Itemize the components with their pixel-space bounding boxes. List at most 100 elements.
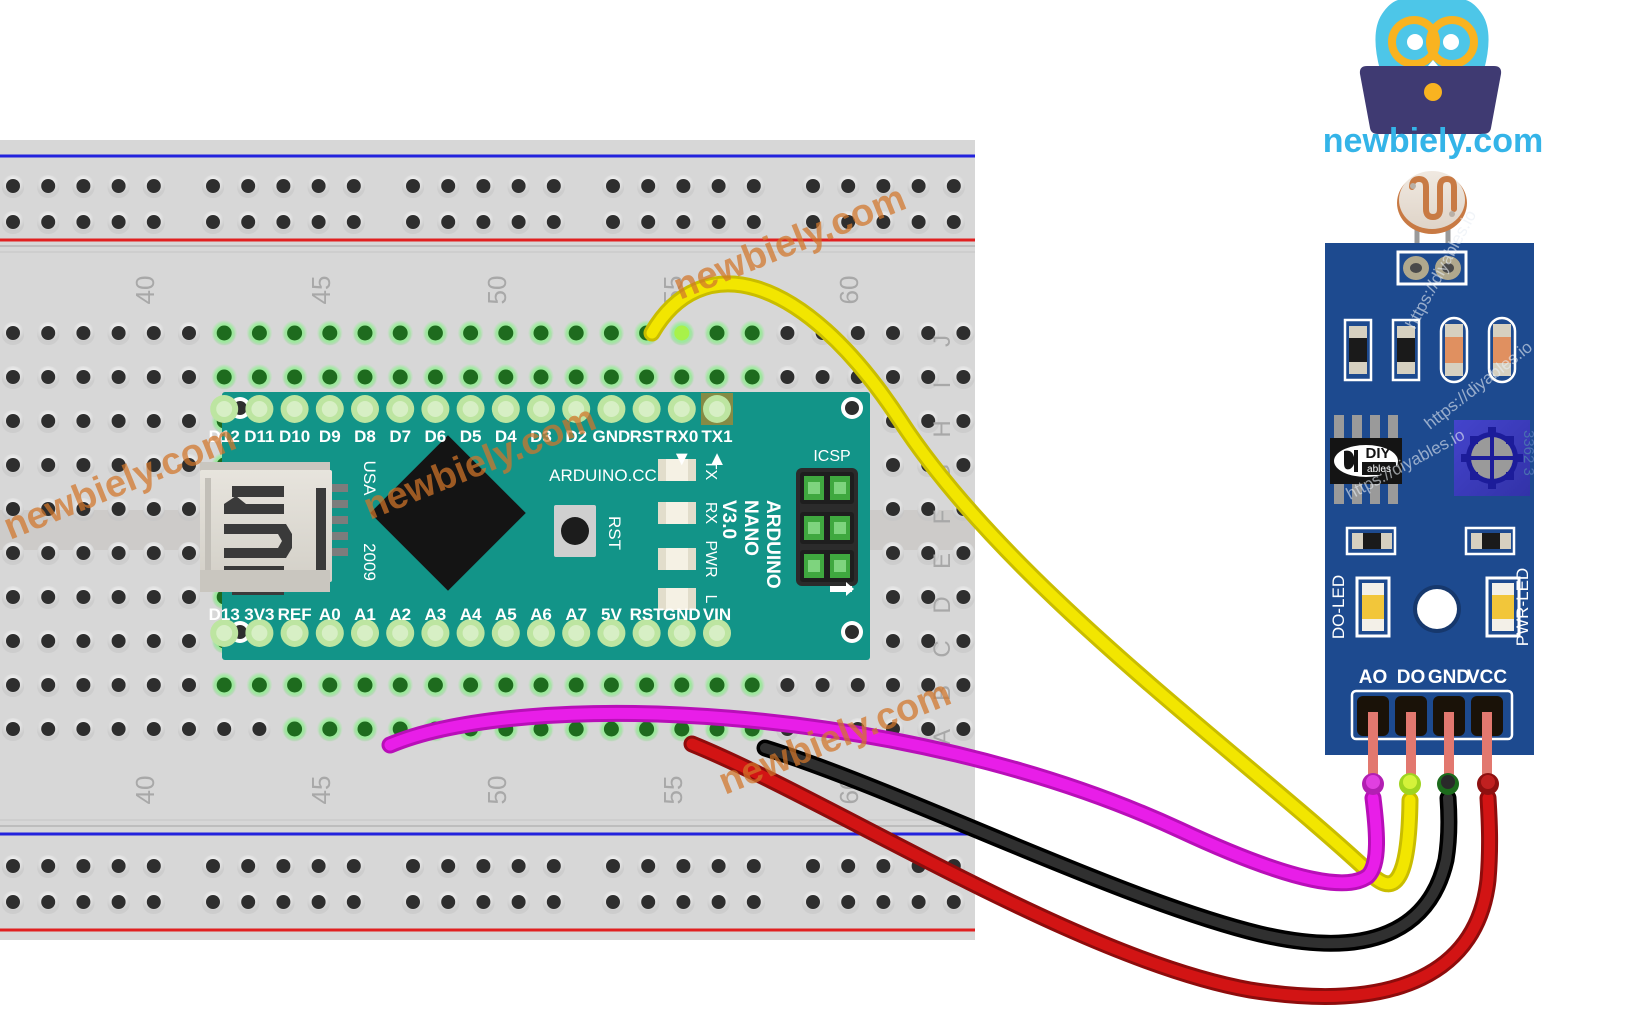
breadboard-hole-connected[interactable] — [498, 369, 514, 385]
breadboard-hole-connected[interactable] — [322, 721, 338, 737]
breadboard-hole[interactable] — [111, 546, 126, 560]
breadboard-hole-connected[interactable] — [568, 721, 584, 737]
breadboard-hole[interactable] — [6, 859, 20, 873]
breadboard-hole-connected[interactable] — [216, 369, 232, 385]
breadboard-hole[interactable] — [921, 502, 936, 516]
breadboard-hole-connected[interactable] — [357, 721, 373, 737]
breadboard-hole[interactable] — [911, 215, 926, 229]
reset-button[interactable] — [554, 505, 596, 557]
breadboard-hole[interactable] — [41, 502, 56, 516]
breadboard-hole-connected[interactable] — [709, 369, 725, 385]
breadboard-hole[interactable] — [956, 370, 971, 384]
breadboard-hole[interactable] — [346, 215, 361, 229]
breadboard-hole[interactable] — [886, 634, 900, 648]
breadboard-hole[interactable] — [41, 634, 56, 648]
breadboard-hole[interactable] — [311, 859, 326, 873]
breadboard-hole-connected[interactable] — [357, 325, 373, 341]
breadboard-hole-connected[interactable] — [674, 325, 690, 341]
breadboard-hole[interactable] — [311, 179, 326, 193]
breadboard-hole-connected[interactable] — [427, 369, 443, 385]
icsp-header[interactable] — [796, 468, 858, 596]
breadboard-hole[interactable] — [206, 895, 220, 909]
breadboard-hole[interactable] — [76, 502, 91, 516]
breadboard-hole[interactable] — [111, 895, 126, 909]
breadboard-hole-connected[interactable] — [427, 677, 443, 693]
breadboard-hole[interactable] — [6, 678, 20, 692]
breadboard-hole[interactable] — [206, 179, 220, 193]
breadboard-hole[interactable] — [956, 458, 971, 472]
breadboard-hole[interactable] — [111, 590, 126, 604]
breadboard-hole[interactable] — [406, 215, 420, 229]
breadboard-hole-connected[interactable] — [251, 369, 267, 385]
breadboard-hole-connected[interactable] — [603, 677, 619, 693]
breadboard-hole[interactable] — [182, 634, 196, 648]
breadboard-hole[interactable] — [746, 859, 761, 873]
breadboard-hole-connected[interactable] — [392, 369, 408, 385]
breadboard-hole-connected[interactable] — [357, 677, 373, 693]
breadboard-hole[interactable] — [921, 634, 936, 648]
breadboard-hole[interactable] — [641, 179, 656, 193]
breadboard-hole[interactable] — [146, 678, 161, 692]
breadboard-hole[interactable] — [780, 370, 795, 384]
breadboard-hole[interactable] — [6, 458, 20, 472]
breadboard-hole-connected[interactable] — [709, 677, 725, 693]
breadboard-hole[interactable] — [182, 722, 196, 736]
breadboard-hole[interactable] — [111, 414, 126, 428]
breadboard-hole-connected[interactable] — [251, 677, 267, 693]
breadboard-hole[interactable] — [441, 215, 456, 229]
breadboard-hole-connected[interactable] — [533, 677, 549, 693]
breadboard-hole-connected[interactable] — [674, 369, 690, 385]
breadboard-hole[interactable] — [111, 370, 126, 384]
breadboard-hole[interactable] — [780, 326, 795, 340]
breadboard-hole[interactable] — [850, 678, 865, 692]
breadboard-hole[interactable] — [76, 722, 91, 736]
breadboard-hole[interactable] — [146, 414, 161, 428]
breadboard-hole[interactable] — [606, 215, 620, 229]
breadboard-hole-connected[interactable] — [357, 369, 373, 385]
breadboard-hole-connected[interactable] — [603, 325, 619, 341]
breadboard-hole[interactable] — [886, 458, 900, 472]
breadboard-hole-connected[interactable] — [392, 677, 408, 693]
breadboard-hole-connected[interactable] — [533, 325, 549, 341]
breadboard-hole[interactable] — [311, 215, 326, 229]
breadboard-hole[interactable] — [146, 722, 161, 736]
breadboard-hole-connected[interactable] — [639, 677, 655, 693]
breadboard-hole[interactable] — [182, 678, 196, 692]
breadboard-hole[interactable] — [806, 895, 820, 909]
breadboard-hole-connected[interactable] — [287, 677, 303, 693]
breadboard-hole[interactable] — [41, 546, 56, 560]
breadboard-hole[interactable] — [111, 678, 126, 692]
breadboard-hole[interactable] — [311, 895, 326, 909]
breadboard-hole-connected[interactable] — [498, 325, 514, 341]
breadboard-hole[interactable] — [911, 179, 926, 193]
breadboard-hole[interactable] — [886, 370, 900, 384]
breadboard-hole-connected[interactable] — [463, 369, 479, 385]
breadboard-hole[interactable] — [146, 546, 161, 560]
breadboard-hole[interactable] — [476, 179, 491, 193]
breadboard-hole[interactable] — [546, 895, 561, 909]
breadboard-hole-connected[interactable] — [639, 369, 655, 385]
breadboard-hole[interactable] — [346, 859, 361, 873]
breadboard-hole[interactable] — [911, 895, 926, 909]
breadboard-hole[interactable] — [511, 859, 526, 873]
breadboard-hole[interactable] — [641, 895, 656, 909]
breadboard-hole[interactable] — [921, 546, 936, 560]
breadboard-hole[interactable] — [606, 859, 620, 873]
breadboard-hole[interactable] — [41, 458, 56, 472]
breadboard-hole[interactable] — [76, 590, 91, 604]
breadboard-hole[interactable] — [746, 215, 761, 229]
breadboard-hole[interactable] — [511, 895, 526, 909]
breadboard-hole-connected[interactable] — [603, 721, 619, 737]
breadboard-hole-connected[interactable] — [251, 325, 267, 341]
breadboard-hole[interactable] — [406, 859, 420, 873]
breadboard-hole[interactable] — [182, 590, 196, 604]
potentiometer[interactable]: 3362 3 — [1454, 420, 1537, 496]
breadboard-hole[interactable] — [946, 895, 961, 909]
breadboard-hole-connected[interactable] — [287, 325, 303, 341]
breadboard-hole[interactable] — [886, 502, 900, 516]
breadboard-hole[interactable] — [841, 859, 856, 873]
breadboard-hole[interactable] — [956, 414, 971, 428]
breadboard-hole[interactable] — [111, 502, 126, 516]
breadboard-hole[interactable] — [6, 502, 20, 516]
breadboard-hole[interactable] — [111, 859, 126, 873]
